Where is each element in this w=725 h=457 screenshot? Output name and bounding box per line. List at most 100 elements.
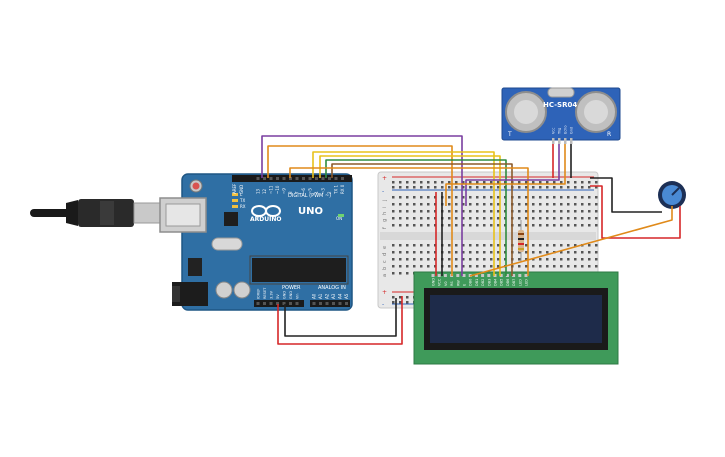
breadboard-hole[interactable]	[532, 196, 535, 199]
breadboard-hole[interactable]	[399, 244, 402, 247]
rail-hole[interactable]	[525, 186, 528, 189]
rail-hole[interactable]	[462, 181, 465, 184]
breadboard-hole[interactable]	[392, 272, 395, 275]
breadboard-hole[interactable]	[469, 258, 472, 261]
digital-pin[interactable]	[295, 177, 299, 180]
rail-hole[interactable]	[532, 186, 535, 189]
breadboard-hole[interactable]	[567, 196, 570, 199]
breadboard-hole[interactable]	[448, 203, 451, 206]
breadboard-hole[interactable]	[525, 224, 528, 227]
breadboard-hole[interactable]	[392, 258, 395, 261]
breadboard-hole[interactable]	[553, 203, 556, 206]
wire[interactable]	[590, 177, 662, 213]
breadboard-hole[interactable]	[560, 265, 563, 268]
breadboard-hole[interactable]	[518, 203, 521, 206]
breadboard-hole[interactable]	[532, 217, 535, 220]
breadboard-hole[interactable]	[413, 217, 416, 220]
breadboard-hole[interactable]	[476, 265, 479, 268]
breadboard-hole[interactable]	[462, 251, 465, 254]
breadboard-hole[interactable]	[546, 265, 549, 268]
breadboard-hole[interactable]	[420, 224, 423, 227]
breadboard-hole[interactable]	[595, 210, 598, 213]
lcd-pin[interactable]	[518, 274, 522, 277]
breadboard-hole[interactable]	[483, 217, 486, 220]
usb-cable[interactable]	[30, 199, 161, 227]
breadboard-hole[interactable]	[448, 251, 451, 254]
breadboard-hole[interactable]	[567, 251, 570, 254]
potentiometer-icon[interactable]	[658, 181, 686, 209]
breadboard-hole[interactable]	[595, 203, 598, 206]
breadboard-hole[interactable]	[553, 224, 556, 227]
breadboard-hole[interactable]	[490, 217, 493, 220]
analog-pin[interactable]	[338, 302, 342, 305]
rail-hole[interactable]	[539, 186, 542, 189]
breadboard-hole[interactable]	[539, 251, 542, 254]
rail-hole[interactable]	[574, 186, 577, 189]
wire[interactable]	[289, 167, 529, 276]
breadboard-hole[interactable]	[546, 251, 549, 254]
rail-hole[interactable]	[525, 181, 528, 184]
breadboard-hole[interactable]	[560, 251, 563, 254]
rail-hole[interactable]	[553, 181, 556, 184]
breadboard-hole[interactable]	[567, 203, 570, 206]
sensor-pin[interactable]	[564, 138, 567, 144]
sensor-pin[interactable]	[552, 138, 555, 144]
breadboard-hole[interactable]	[413, 224, 416, 227]
power-pin[interactable]	[269, 302, 273, 305]
rail-hole[interactable]	[413, 186, 416, 189]
rail-hole[interactable]	[546, 186, 549, 189]
breadboard-hole[interactable]	[588, 210, 591, 213]
breadboard-hole[interactable]	[560, 203, 563, 206]
wire[interactable]	[319, 155, 501, 276]
breadboard-hole[interactable]	[497, 265, 500, 268]
breadboard-hole[interactable]	[490, 203, 493, 206]
wire[interactable]	[267, 145, 453, 276]
lcd-pin[interactable]	[493, 274, 497, 277]
breadboard-hole[interactable]	[448, 196, 451, 199]
rail-hole[interactable]	[476, 181, 479, 184]
lcd-pin[interactable]	[456, 274, 460, 277]
rail-hole[interactable]	[581, 181, 584, 184]
power-pin[interactable]	[289, 302, 292, 305]
wire[interactable]	[590, 185, 681, 239]
rail-hole[interactable]	[455, 186, 458, 189]
breadboard-hole[interactable]	[588, 203, 591, 206]
breadboard-hole[interactable]	[399, 224, 402, 227]
rail-hole[interactable]	[553, 186, 556, 189]
breadboard-hole[interactable]	[406, 251, 409, 254]
breadboard-hole[interactable]	[567, 217, 570, 220]
power-pin[interactable]	[256, 302, 260, 305]
wire[interactable]	[445, 144, 566, 206]
breadboard-hole[interactable]	[546, 224, 549, 227]
rail-hole[interactable]	[399, 301, 402, 304]
breadboard-hole[interactable]	[399, 203, 402, 206]
breadboard-hole[interactable]	[525, 265, 528, 268]
breadboard-hole[interactable]	[392, 244, 395, 247]
breadboard-hole[interactable]	[497, 196, 500, 199]
breadboard-hole[interactable]	[490, 258, 493, 261]
digital-pin[interactable]	[334, 177, 338, 180]
rail-hole[interactable]	[406, 181, 409, 184]
breadboard-hole[interactable]	[574, 203, 577, 206]
breadboard-hole[interactable]	[539, 210, 542, 213]
breadboard-hole[interactable]	[553, 210, 556, 213]
breadboard-hole[interactable]	[595, 196, 598, 199]
rail-hole[interactable]	[392, 296, 395, 299]
rail-hole[interactable]	[455, 181, 458, 184]
breadboard-hole[interactable]	[483, 196, 486, 199]
rail-hole[interactable]	[469, 181, 472, 184]
rail-hole[interactable]	[490, 181, 493, 184]
breadboard-hole[interactable]	[420, 203, 423, 206]
breadboard-hole[interactable]	[413, 265, 416, 268]
breadboard-hole[interactable]	[546, 217, 549, 220]
breadboard-hole[interactable]	[399, 196, 402, 199]
breadboard-hole[interactable]	[413, 251, 416, 254]
resistor-icon[interactable]	[518, 220, 524, 262]
rail-hole[interactable]	[413, 181, 416, 184]
rail-hole[interactable]	[420, 181, 423, 184]
digital-pin[interactable]	[328, 177, 331, 180]
breadboard-hole[interactable]	[490, 251, 493, 254]
breadboard-hole[interactable]	[560, 258, 563, 261]
rail-hole[interactable]	[595, 186, 598, 189]
breadboard-hole[interactable]	[574, 217, 577, 220]
